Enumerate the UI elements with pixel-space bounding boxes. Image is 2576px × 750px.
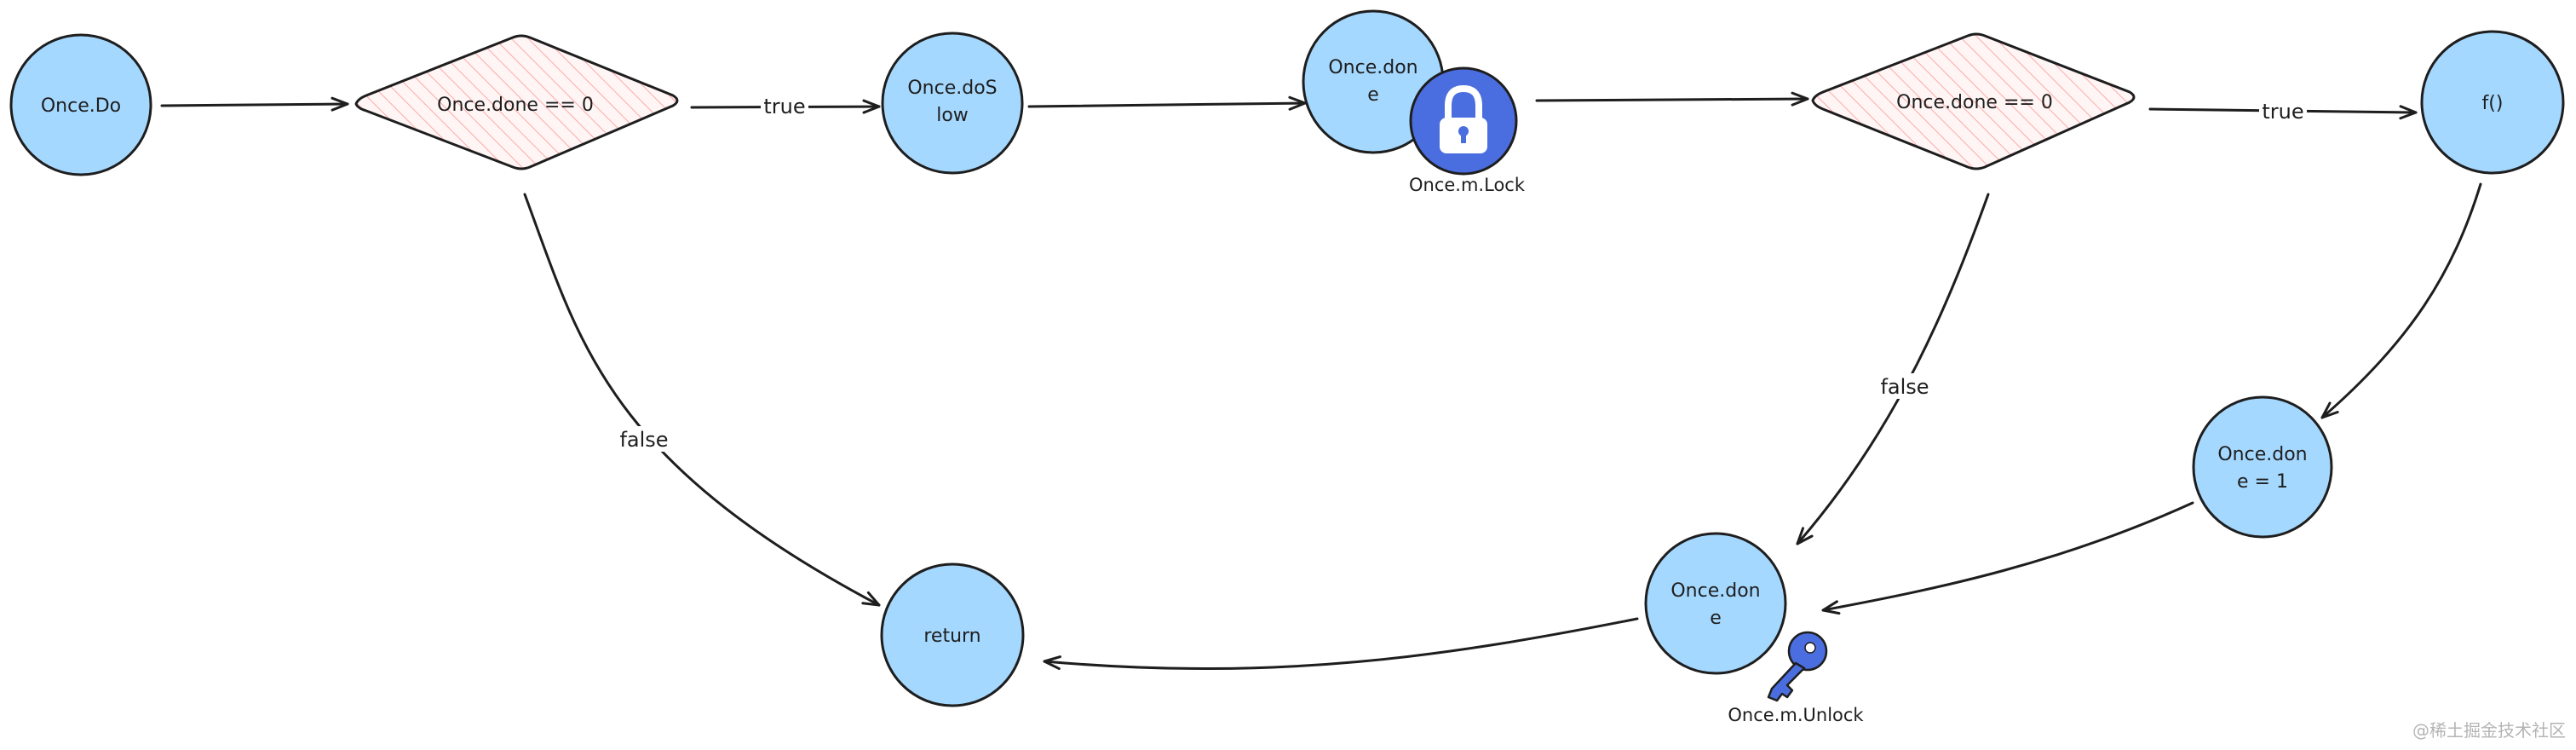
node-check-done-2: Once.done == 0 [1811,32,2136,170]
node-set-done: Once.don e = 1 [2192,395,2333,539]
edge-check2-to-donefinal [1796,193,1990,545]
svg-text:e = 1: e = 1 [2237,471,2288,493]
edge-do-to-check1 [160,96,349,112]
edge-setdone-to-donefinal [1821,501,2194,615]
padlock-icon [1409,66,1518,176]
svg-text:f(): f() [2482,93,2504,114]
svg-text:Once.doS: Once.doS [907,78,997,99]
node-return: return [880,562,1025,707]
node-check-done-1: Once.done == 0 [354,34,679,170]
svg-text:false: false [619,428,668,452]
svg-text:Once.done == 0: Once.done == 0 [437,95,594,116]
svg-text:false: false [1880,375,1929,399]
svg-text:return: return [923,626,980,647]
svg-text:low: low [936,105,969,126]
node-done-lock: Once.don e [1302,9,1445,154]
edge-donelock-to-check2 [1535,91,1809,107]
node-f: f() [2420,30,2565,175]
svg-text:Once.don: Once.don [1328,57,1417,78]
svg-text:e: e [1710,608,1722,629]
edge-label-true-2: true [2259,99,2307,124]
svg-text:Once.don: Once.don [2217,444,2307,465]
edge-check1-to-return [523,193,881,607]
svg-text:true: true [763,95,805,118]
svg-text:Once.Do: Once.Do [41,95,121,117]
edge-doslow-to-donelock [1027,95,1307,111]
svg-text:Once.done == 0: Once.done == 0 [1896,92,2053,113]
svg-text:true: true [2262,100,2303,124]
node-once-do: Once.Do [9,33,152,176]
key-icon [1767,631,1828,702]
svg-text:e: e [1367,84,1379,106]
svg-text:Once.don: Once.don [1670,580,1760,602]
edge-f-to-setdone [2320,182,2482,419]
caption-lock: Once.m.Lock [1409,175,1526,195]
edge-label-false-1: false [613,426,675,452]
edge-donefinal-to-return [1043,617,1639,671]
node-do-slow: Once.doS low [881,32,1024,175]
caption-unlock: Once.m.Unlock [1728,705,1864,725]
node-done-unlock: Once.don e [1644,532,1787,675]
watermark: @稀土掘金技术社区 [2412,720,2566,741]
edge-label-false-2: false [1874,373,1935,399]
edge-label-true-1: true [761,94,808,119]
